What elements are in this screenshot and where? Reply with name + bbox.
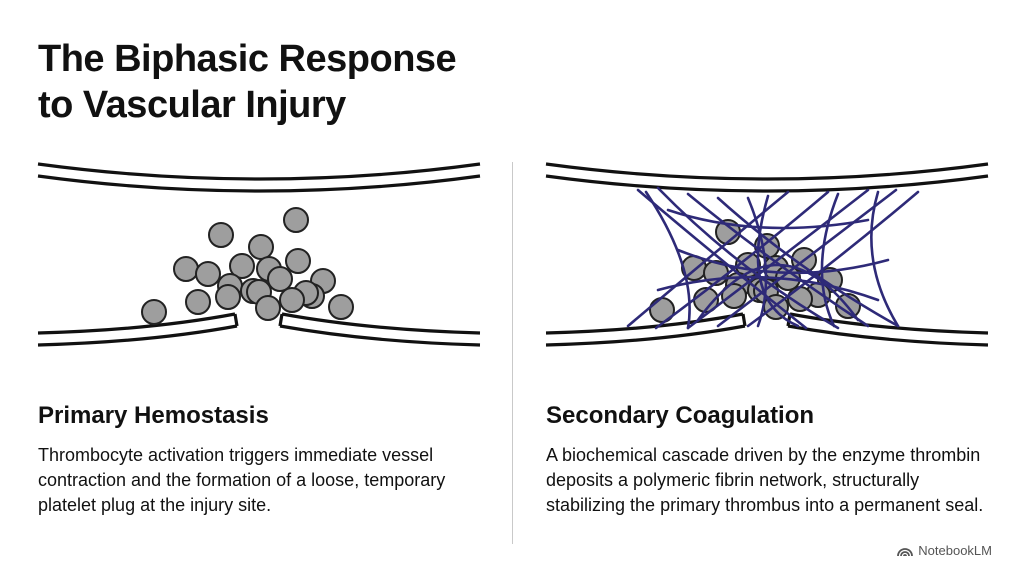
vessel-wall-bottom-left [37, 312, 239, 347]
fibrin-strand [756, 194, 800, 328]
platelet [185, 289, 211, 315]
fibrin-strand [870, 190, 900, 328]
secondary-coagulation-description: A biochemical cascade driven by the enzy… [546, 445, 984, 515]
fibrin-strand [686, 192, 870, 328]
platelet [248, 234, 274, 260]
fibrin-network [626, 186, 920, 330]
platelet-plug [141, 207, 354, 325]
vessel-wall-bottom-left [545, 312, 747, 347]
vessel-wall-bottom-right [278, 312, 481, 347]
vessel-wall-top [37, 162, 481, 193]
fibrin-strand [656, 186, 840, 330]
platelet [328, 294, 354, 320]
platelet [283, 207, 309, 233]
notebooklm-label: NotebookLM [918, 543, 992, 558]
diagram-title-line-2: to Vascular Injury [38, 84, 346, 126]
fibrin-strand [676, 248, 890, 275]
platelet [173, 256, 199, 282]
fibrin-strand [746, 190, 920, 328]
platelet [208, 222, 234, 248]
fibrin-strand [654, 190, 830, 330]
vessel-wall-bottom-right [786, 312, 989, 347]
platelet [141, 299, 167, 325]
fibrin-strand [666, 208, 870, 230]
notebooklm-branding: NotebookLM [897, 543, 992, 558]
diagram-title-line-1: The Biphasic Response [38, 38, 457, 80]
fibrin-strand [626, 190, 790, 328]
platelet [215, 284, 241, 310]
primary-hemostasis-description: Thrombocyte activation triggers immediat… [38, 445, 446, 515]
fibrin-strand [656, 275, 880, 302]
panel-divider [512, 162, 513, 544]
secondary-coagulation-heading: Secondary Coagulation [546, 402, 815, 429]
secondary-coagulation-illustration [545, 162, 989, 347]
fibrin-strand [820, 192, 840, 328]
fibrin-strand [696, 263, 860, 322]
fibrin-strand [644, 190, 691, 330]
primary-hemostasis-illustration [37, 162, 481, 347]
fibrin-strand [686, 188, 870, 330]
vessel-wall-top [545, 162, 989, 193]
notebooklm-logo-icon [897, 547, 914, 556]
platelet [285, 248, 311, 274]
platelet [229, 253, 255, 279]
platelet [267, 266, 293, 292]
fibrin-strand [716, 188, 898, 328]
fibrin-strand [716, 196, 900, 328]
primary-hemostasis-heading: Primary Hemostasis [38, 402, 269, 429]
platelet [279, 287, 305, 313]
platelet [255, 295, 281, 321]
diagram-title: The Biphasic Response to Vascular Injury [38, 36, 558, 128]
platelet [195, 261, 221, 287]
